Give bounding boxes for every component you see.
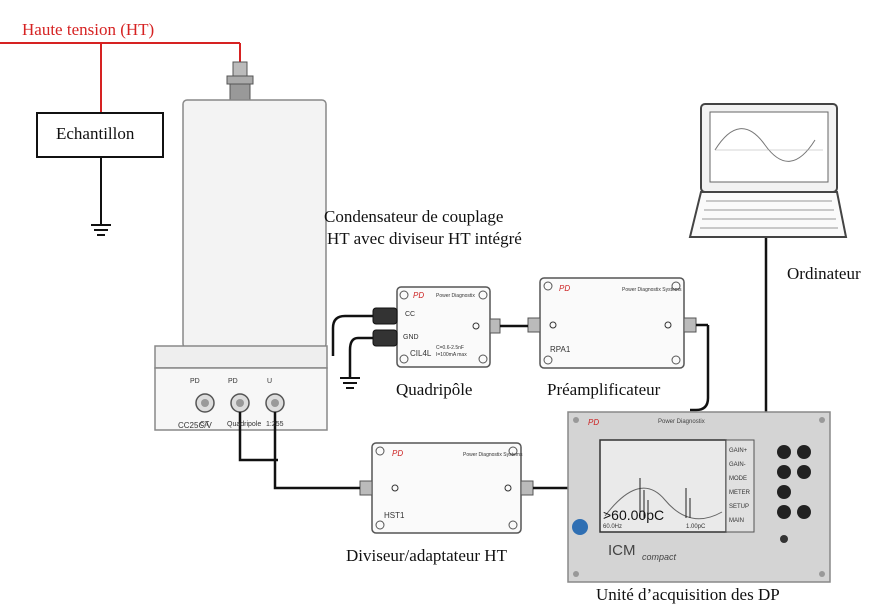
icm-brand-text: Power Diagnostix xyxy=(658,419,705,425)
hst-brand: PD xyxy=(392,449,404,458)
icm-screen-sub-left: 60.0Hz xyxy=(603,524,623,530)
divider-adapter-box xyxy=(359,442,534,534)
icm-logo-sub: compact xyxy=(642,552,677,562)
capacitor-port-name-1: CT xyxy=(200,421,210,428)
cil-input-gnd: GND xyxy=(403,334,419,341)
icm-menu-gain-plus: GAIN+ xyxy=(729,448,748,454)
capacitor-model: CC25C/V xyxy=(178,421,212,430)
acquisition-unit xyxy=(567,411,831,583)
rpa-model: RPA1 xyxy=(550,345,571,354)
capacitor-port-label-3: U xyxy=(267,378,273,385)
sample-label: Echantillon xyxy=(56,124,135,143)
icm-menu-setup: SETUP xyxy=(729,504,750,510)
preamplifier-box xyxy=(527,277,697,369)
hst-model: HST1 xyxy=(384,511,405,520)
icm-screen-value: >60.00pC xyxy=(603,507,665,523)
high-voltage-label: Haute tension (HT) xyxy=(22,20,155,39)
icm-menu-gain-minus: GAIN- xyxy=(729,462,746,468)
icm-brand: PD xyxy=(588,418,600,427)
ground-symbol-quadripole xyxy=(340,377,360,389)
preamplifier-label: Préamplificateur xyxy=(547,380,661,399)
cil-model: CIL4L xyxy=(410,349,432,358)
icm-logo-main: ICM xyxy=(608,542,636,559)
coupling-capacitor-label-line1: Condensateur de couplage xyxy=(324,207,504,226)
coupling-capacitor xyxy=(154,61,328,431)
computer-label: Ordinateur xyxy=(787,264,861,283)
cil-input-cc: CC xyxy=(405,311,416,318)
connection-wires xyxy=(238,237,768,490)
cil-brand-text: Power Diagnostix xyxy=(436,293,475,299)
capacitor-port-label-1: PD xyxy=(190,378,200,385)
icm-menu-meter: METER xyxy=(729,490,750,496)
laptop-computer xyxy=(688,103,848,238)
capacitor-port-name-2: Quadripole xyxy=(227,421,262,428)
quadripole-label: Quadripôle xyxy=(396,380,473,399)
hst-brand-text: Power Diagnostix Systems xyxy=(463,452,523,458)
cil-spec-line1: C=0.6-2.5nF xyxy=(436,345,464,351)
capacitor-port-name-3: 1:255 xyxy=(266,421,284,428)
rpa-brand: PD xyxy=(559,284,571,293)
icm-screen-sub-right: 1.00pC xyxy=(686,524,706,530)
icm-menu-mode: MODE xyxy=(729,476,747,482)
cil-brand: PD xyxy=(413,291,425,300)
coupling-capacitor-label-line2: HT avec diviseur HT intégré xyxy=(327,229,522,248)
cil-spec-line2: I=100mA max xyxy=(436,352,467,358)
divider-adapter-label: Diviseur/adaptateur HT xyxy=(346,546,507,565)
sample-box xyxy=(36,112,164,158)
icm-menu-main: MAIN xyxy=(729,518,744,524)
acquisition-unit-label: Unité d’acquisition des DP xyxy=(596,585,780,604)
rpa-brand-text: Power Diagnostix Systems xyxy=(622,287,682,293)
ground-symbol-sample xyxy=(91,224,111,236)
capacitor-port-label-2: PD xyxy=(228,378,238,385)
